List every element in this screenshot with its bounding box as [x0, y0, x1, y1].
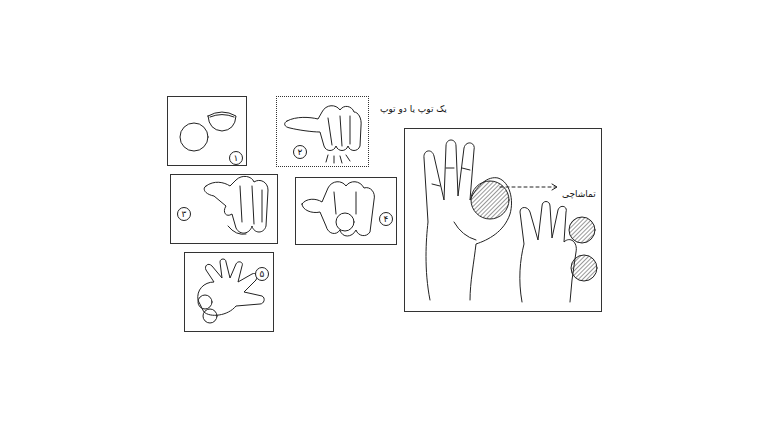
hand-cupping — [204, 176, 268, 233]
callout-number: ۱ — [229, 151, 243, 165]
ball — [203, 309, 217, 323]
figure-panel: ۴ — [295, 177, 397, 245]
ball-edge — [228, 226, 246, 234]
direction-arrow — [500, 187, 556, 188]
panel-two-sketch — [285, 106, 362, 163]
figure-panel: تماشاچی — [404, 128, 602, 312]
panel-three-sketch — [204, 176, 268, 234]
callout-number: ۲ — [293, 145, 307, 159]
shell-rim — [210, 115, 234, 118]
ball — [198, 295, 212, 309]
finger-lines — [328, 116, 350, 146]
ball — [180, 123, 208, 151]
panel-five-sketch — [198, 259, 264, 323]
callout-number: ۴ — [379, 212, 393, 226]
small-hand — [520, 202, 576, 303]
large-hand — [424, 140, 512, 300]
thumb-crease — [454, 222, 476, 240]
panel-caption: تماشاچی — [561, 189, 597, 199]
hand-open-bottom — [302, 182, 374, 236]
motion-lines — [326, 155, 350, 163]
panel-four-sketch — [302, 182, 374, 236]
ball — [336, 213, 354, 231]
callout-number: ۳ — [177, 207, 191, 221]
panel-one-sketch — [180, 112, 236, 151]
arrow-head — [552, 184, 557, 190]
hatched-ball — [569, 217, 595, 243]
large-panel-sketch — [424, 140, 597, 302]
half-shell — [208, 112, 236, 131]
figure-panel: ۳ — [170, 174, 278, 244]
finger-lines — [240, 186, 262, 224]
figure-panel: ۱ — [167, 96, 247, 166]
figure-panel: ۵ — [184, 252, 274, 332]
figure-panel: ۲ — [276, 96, 369, 167]
finger-lines — [334, 192, 356, 214]
knuckle-lines — [432, 168, 470, 186]
hatched-ball — [571, 255, 597, 281]
hand-from-above — [285, 106, 362, 151]
heading-note: یک توپ یا دو توپ — [380, 104, 447, 114]
open-hand — [198, 259, 264, 315]
callout-number: ۵ — [255, 267, 269, 281]
